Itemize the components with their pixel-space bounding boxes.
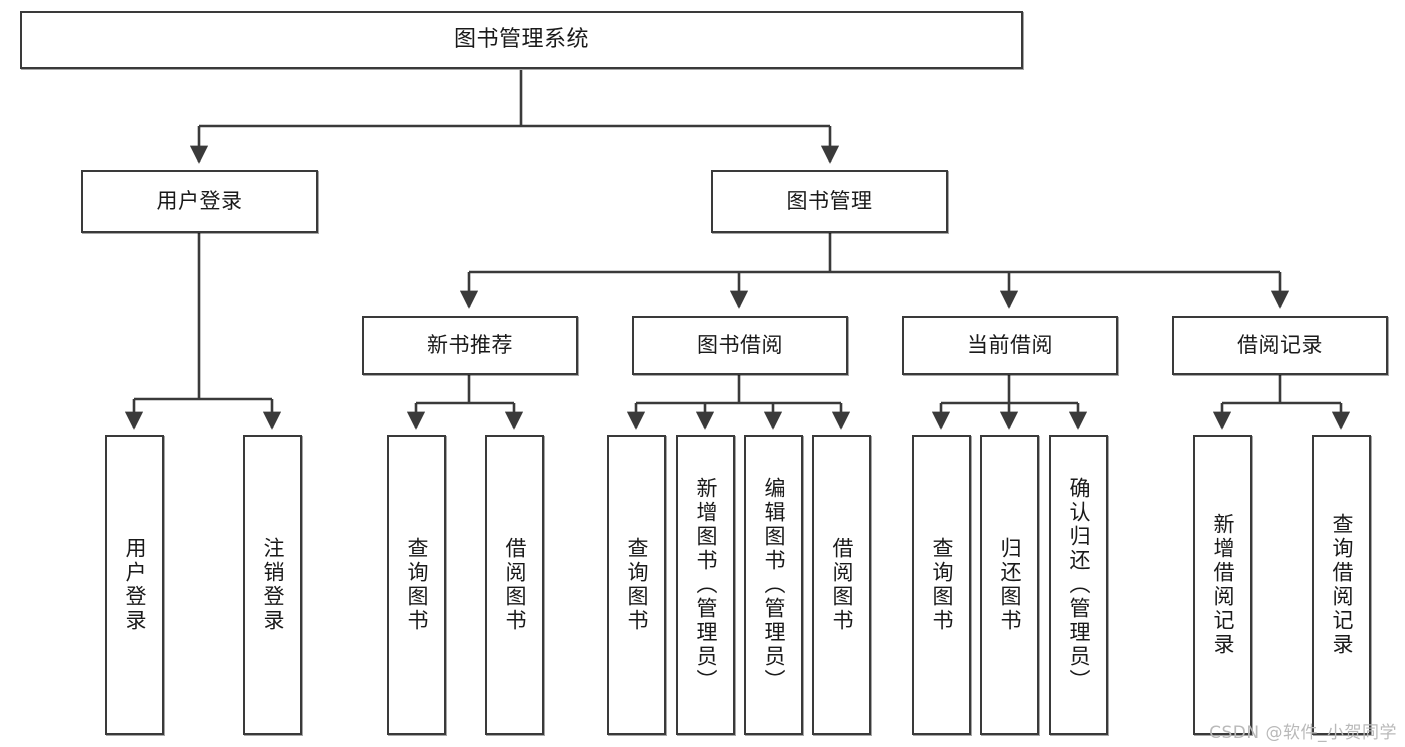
node-book-management[interactable]: 图书管理 [711,170,948,233]
leaf-new-books-query[interactable]: 查询图书 [387,435,446,735]
node-label: 编辑图书（管理员） [762,477,786,693]
node-label: 新书推荐 [427,332,513,357]
node-label: 查询图书 [405,537,429,633]
node-label: 用户登录 [123,537,147,633]
leaf-book-borrow-query[interactable]: 查询图书 [607,435,666,735]
node-label: 查询图书 [625,537,649,633]
node-book-borrow[interactable]: 图书借阅 [632,316,848,375]
node-root-book-management-system[interactable]: 图书管理系统 [20,11,1023,69]
node-label: 新增借阅记录 [1211,513,1235,657]
leaf-book-borrow-edit[interactable]: 编辑图书（管理员） [744,435,803,735]
node-user-login[interactable]: 用户登录 [81,170,318,233]
node-label: 借阅图书 [503,537,527,633]
node-label: 查询借阅记录 [1330,513,1354,657]
node-label: 用户登录 [156,188,243,213]
leaf-current-borrow-query[interactable]: 查询图书 [912,435,971,735]
leaf-current-borrow-return[interactable]: 归还图书 [980,435,1039,735]
node-label: 借阅记录 [1237,332,1323,357]
watermark-text: CSDN @软件_小贺同学 [1209,723,1397,743]
leaf-borrow-records-add[interactable]: 新增借阅记录 [1193,435,1252,735]
leaf-borrow-records-query[interactable]: 查询借阅记录 [1312,435,1371,735]
node-label: 确认归还（管理员） [1067,477,1091,693]
node-current-borrow[interactable]: 当前借阅 [902,316,1118,375]
leaf-book-borrow-borrow[interactable]: 借阅图书 [812,435,871,735]
leaf-user-login-logout[interactable]: 注销登录 [243,435,302,735]
node-new-book-recommend[interactable]: 新书推荐 [362,316,578,375]
leaf-user-login-login[interactable]: 用户登录 [105,435,164,735]
node-label: 注销登录 [261,537,285,633]
node-label: 当前借阅 [967,332,1053,357]
leaf-current-borrow-confirm-return[interactable]: 确认归还（管理员） [1049,435,1108,735]
node-label: 图书借阅 [697,332,783,357]
node-label: 借阅图书 [830,537,854,633]
leaf-new-books-borrow[interactable]: 借阅图书 [485,435,544,735]
node-label: 图书管理系统 [453,26,589,52]
node-label: 查询图书 [930,537,954,633]
leaf-book-borrow-add[interactable]: 新增图书（管理员） [676,435,735,735]
node-borrow-records[interactable]: 借阅记录 [1172,316,1388,375]
node-label: 图书管理 [786,188,873,213]
node-label: 归还图书 [998,537,1022,633]
node-label: 新增图书（管理员） [694,477,718,693]
